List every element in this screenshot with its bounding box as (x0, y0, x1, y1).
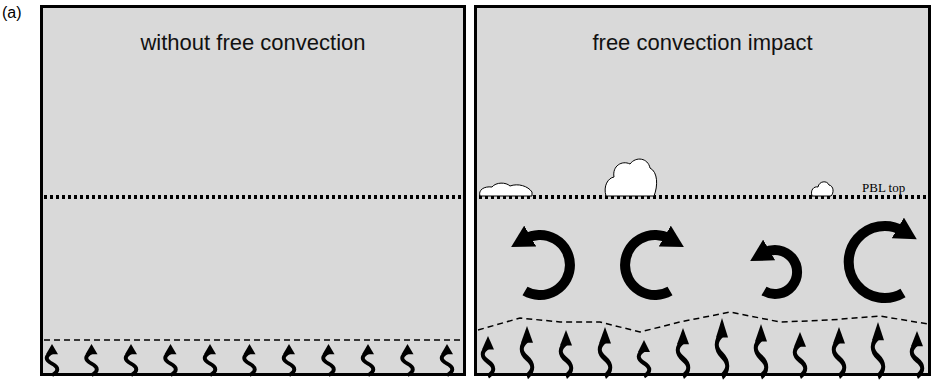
flux-arrow (677, 328, 689, 377)
flux-arrow (402, 344, 414, 375)
cloud (480, 183, 532, 196)
flux-arrow (521, 326, 533, 376)
flux-arrow (794, 332, 806, 377)
flux-arrow (323, 344, 335, 375)
flux-arrow (482, 336, 494, 376)
cloud (605, 159, 657, 196)
flux-arrow (638, 340, 650, 376)
flux-arrow (441, 344, 453, 375)
flux-arrow (362, 344, 374, 375)
eddy-arrow (625, 235, 670, 295)
cloud (811, 182, 833, 196)
panel-letter: (a) (2, 4, 22, 22)
flux-arrow (244, 344, 256, 375)
flux-arrow (716, 318, 728, 377)
flux-arrow (755, 324, 767, 377)
flux-arrow (165, 344, 177, 375)
flux-arrow (204, 344, 216, 375)
flux-arrow (911, 331, 923, 377)
eddy-arrow (525, 235, 570, 295)
surface-layer-line (44, 339, 462, 341)
flux-arrow (46, 344, 58, 375)
heat-flux-arrows (482, 318, 923, 377)
panel-title: free convection impact (477, 30, 928, 56)
flux-arrow (560, 330, 572, 377)
flux-arrow (125, 344, 137, 375)
flux-arrow (599, 327, 611, 377)
flux-arrow (283, 344, 295, 375)
eddy-arrows (525, 226, 903, 298)
eddy-arrow (764, 250, 797, 294)
pbl-top-line (44, 195, 462, 199)
pbl-top-label: PBL top (862, 180, 905, 196)
heat-flux-arrows (46, 344, 453, 375)
pbl-top-line (479, 195, 927, 199)
surface-layer-line (478, 312, 928, 332)
flux-arrow (833, 327, 845, 377)
flux-arrow (86, 344, 98, 375)
flux-arrow (872, 322, 884, 377)
panel-title: without free convection (43, 30, 463, 56)
panel-box: without free convection (40, 5, 466, 376)
eddy-arrow (849, 226, 903, 298)
